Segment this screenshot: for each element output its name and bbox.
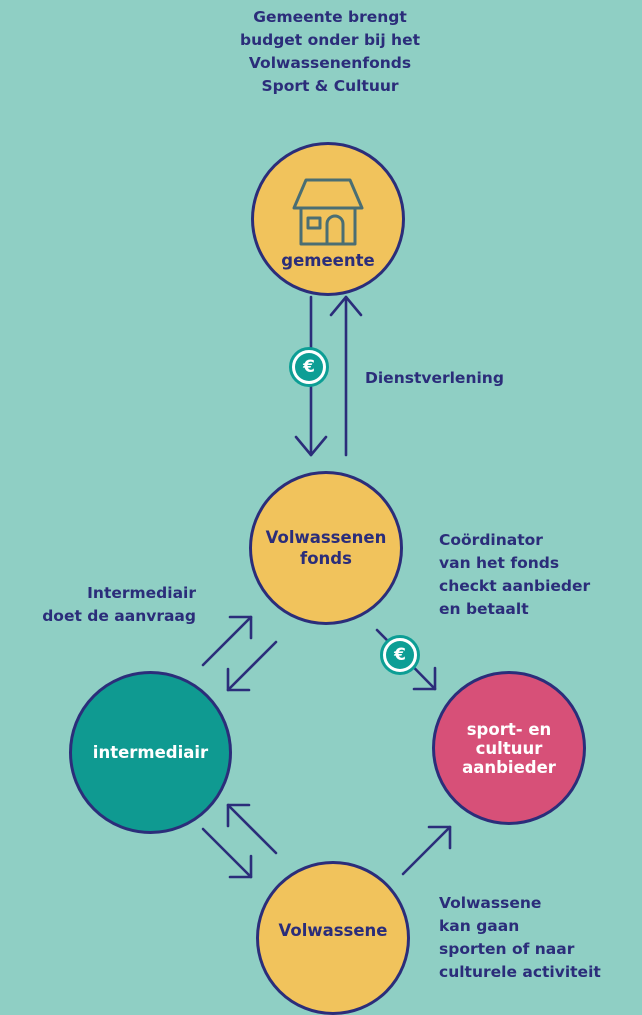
caption-top: Gemeente brengt budget onder bij het Vol… <box>239 8 421 95</box>
euro-icon: € <box>289 347 329 387</box>
node-intermediair: intermediair <box>69 671 232 834</box>
arrow-volwassene-to-intermediair <box>226 803 278 855</box>
arrow-fonds-to-gemeente <box>329 295 363 457</box>
node-volwassene: Volwassene <box>256 861 410 1015</box>
label-intermediair-note: Intermediair doet de aanvraag <box>42 584 196 625</box>
node-intermediair-label: intermediair <box>92 743 209 762</box>
arrow-intermediair-to-fonds <box>201 615 253 667</box>
label-coordinator: Coördinator van het fonds checkt aanbied… <box>439 531 591 618</box>
label-volwassene-note: Volwassene kan gaan sporten of naar cult… <box>439 894 601 981</box>
arrow-intermediair-to-volwassene <box>201 827 253 879</box>
label-dienstverlening: Dienstverlening <box>365 369 504 387</box>
node-volwassenenfonds: Volwassenen fonds <box>249 471 403 625</box>
node-aanbieder: sport- en cultuur aanbieder <box>432 671 586 825</box>
house-icon <box>292 178 364 245</box>
node-volwassenenfonds-label: Volwassenen fonds <box>265 528 387 568</box>
node-gemeente-label: gemeente <box>281 250 375 270</box>
node-gemeente: gemeente <box>251 142 405 296</box>
node-volwassene-label: Volwassene <box>278 920 388 940</box>
euro-icon: € <box>380 635 420 675</box>
node-aanbieder-label: sport- en cultuur aanbieder <box>462 719 556 777</box>
euro-symbol: € <box>386 641 414 669</box>
arrow-volwassene-to-aanbieder <box>401 825 452 876</box>
euro-symbol: € <box>295 353 323 381</box>
arrow-fonds-to-intermediair <box>226 640 278 692</box>
